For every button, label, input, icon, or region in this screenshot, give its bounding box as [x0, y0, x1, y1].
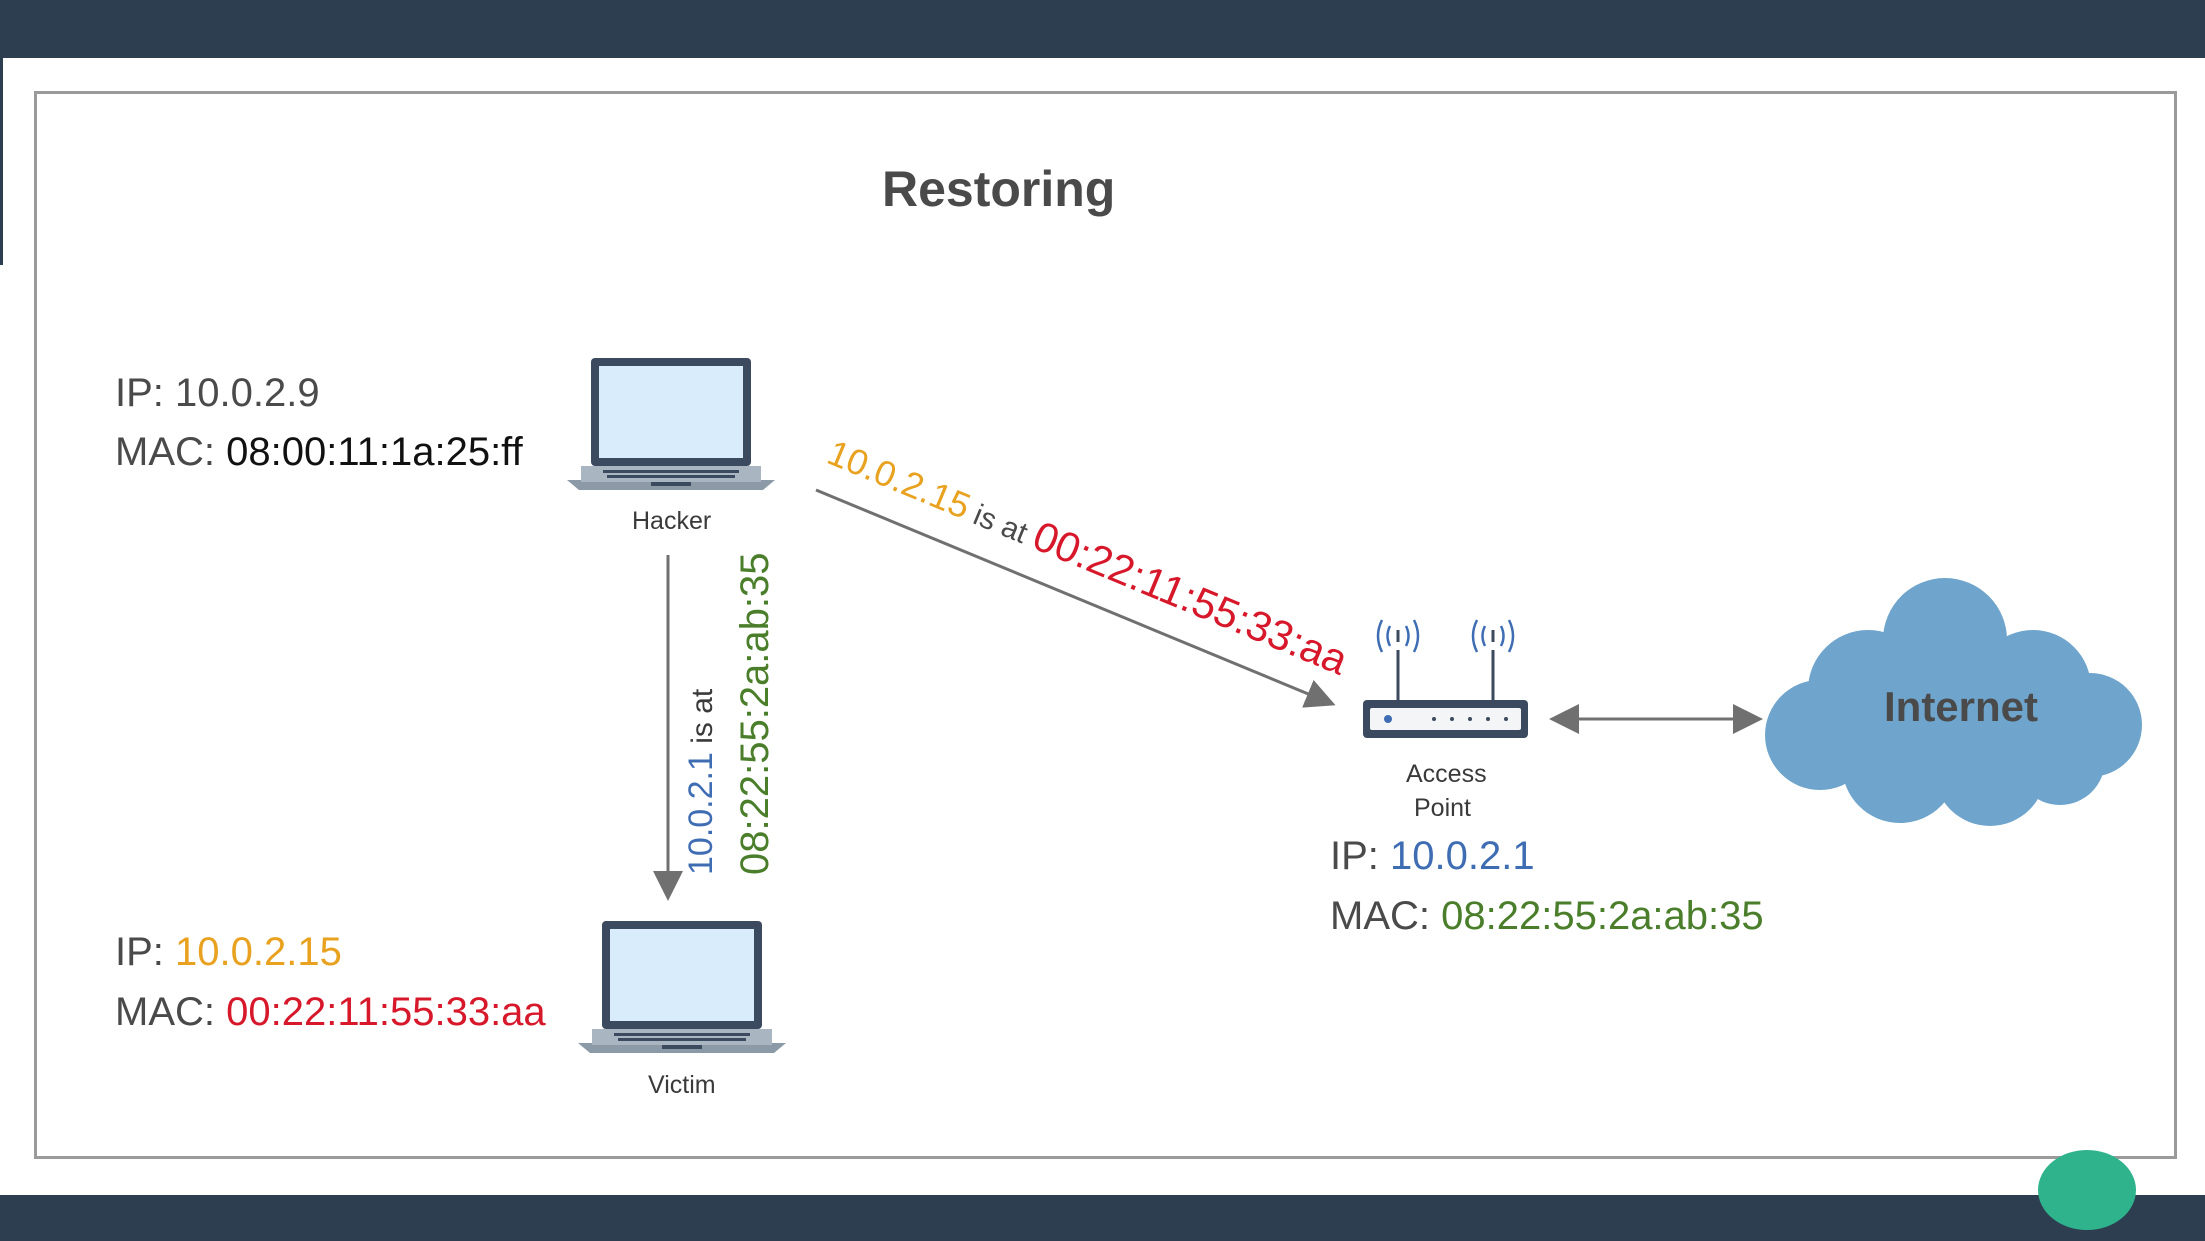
message-to-ap-ip: 10.0.2.15	[822, 432, 976, 527]
access-point-mac-line: MAC: 08:22:55:2a:ab:35	[1330, 893, 1764, 939]
wifi-signal-icon	[1376, 619, 1515, 653]
victim-mac-line: MAC: 00:22:11:55:33:aa	[115, 989, 546, 1035]
hacker-mac: 08:00:11:1a:25:ff	[226, 430, 523, 474]
access-point-ip-line: IP: 10.0.2.1	[1330, 833, 1535, 879]
top-bar	[0, 0, 2205, 58]
message-to-ap: 10.0.2.15 is at 00:22:11:55:33:aa	[822, 427, 1356, 684]
access-point-name-line2: Point	[1414, 794, 1471, 822]
message-to-victim-line1: 10.0.2.1 is at	[682, 688, 720, 875]
message-to-victim-is-at: is at	[686, 688, 719, 752]
message-to-victim-ip: 10.0.2.1	[682, 752, 720, 875]
hacker-name: Hacker	[632, 507, 712, 535]
hacker-mac-line: MAC: 08:00:11:1a:25:ff	[115, 429, 523, 475]
victim-mac: 00:22:11:55:33:aa	[226, 990, 546, 1034]
left-edge-mark	[0, 58, 3, 265]
arrow-hacker-to-ap	[815, 488, 1336, 708]
hacker-ip-line: IP: 10.0.2.9	[115, 370, 320, 416]
message-to-ap-is-at: is at	[961, 495, 1040, 553]
bottom-bar	[0, 1195, 2205, 1241]
hacker-laptop-icon	[567, 358, 775, 490]
victim-ip-label: IP:	[115, 930, 164, 974]
internet-label: Internet	[1884, 683, 2039, 730]
slide-frame	[34, 91, 2177, 1159]
diagram-title: Restoring	[882, 161, 1116, 217]
victim-ip-line: IP: 10.0.2.15	[115, 929, 342, 975]
victim-mac-label: MAC:	[115, 990, 215, 1034]
access-point-mac-label: MAC:	[1330, 894, 1430, 938]
hacker-mac-label: MAC:	[115, 430, 215, 474]
victim-name: Victim	[648, 1071, 716, 1099]
corner-badge	[2038, 1150, 2136, 1230]
access-point-ip-label: IP:	[1330, 834, 1379, 878]
access-point-ip: 10.0.2.1	[1390, 834, 1535, 878]
access-point-mac: 08:22:55:2a:ab:35	[1441, 894, 1764, 938]
victim-ip: 10.0.2.15	[175, 930, 342, 974]
victim-laptop-icon	[578, 921, 786, 1053]
message-to-victim-mac: 08:22:55:2a:ab:35	[733, 552, 777, 875]
access-point-name-line1: Access	[1406, 760, 1487, 788]
router-icon	[1363, 619, 1528, 738]
hacker-ip: 10.0.2.9	[175, 371, 320, 415]
cloud-icon	[1765, 578, 2142, 826]
hacker-ip-label: IP:	[115, 371, 164, 415]
